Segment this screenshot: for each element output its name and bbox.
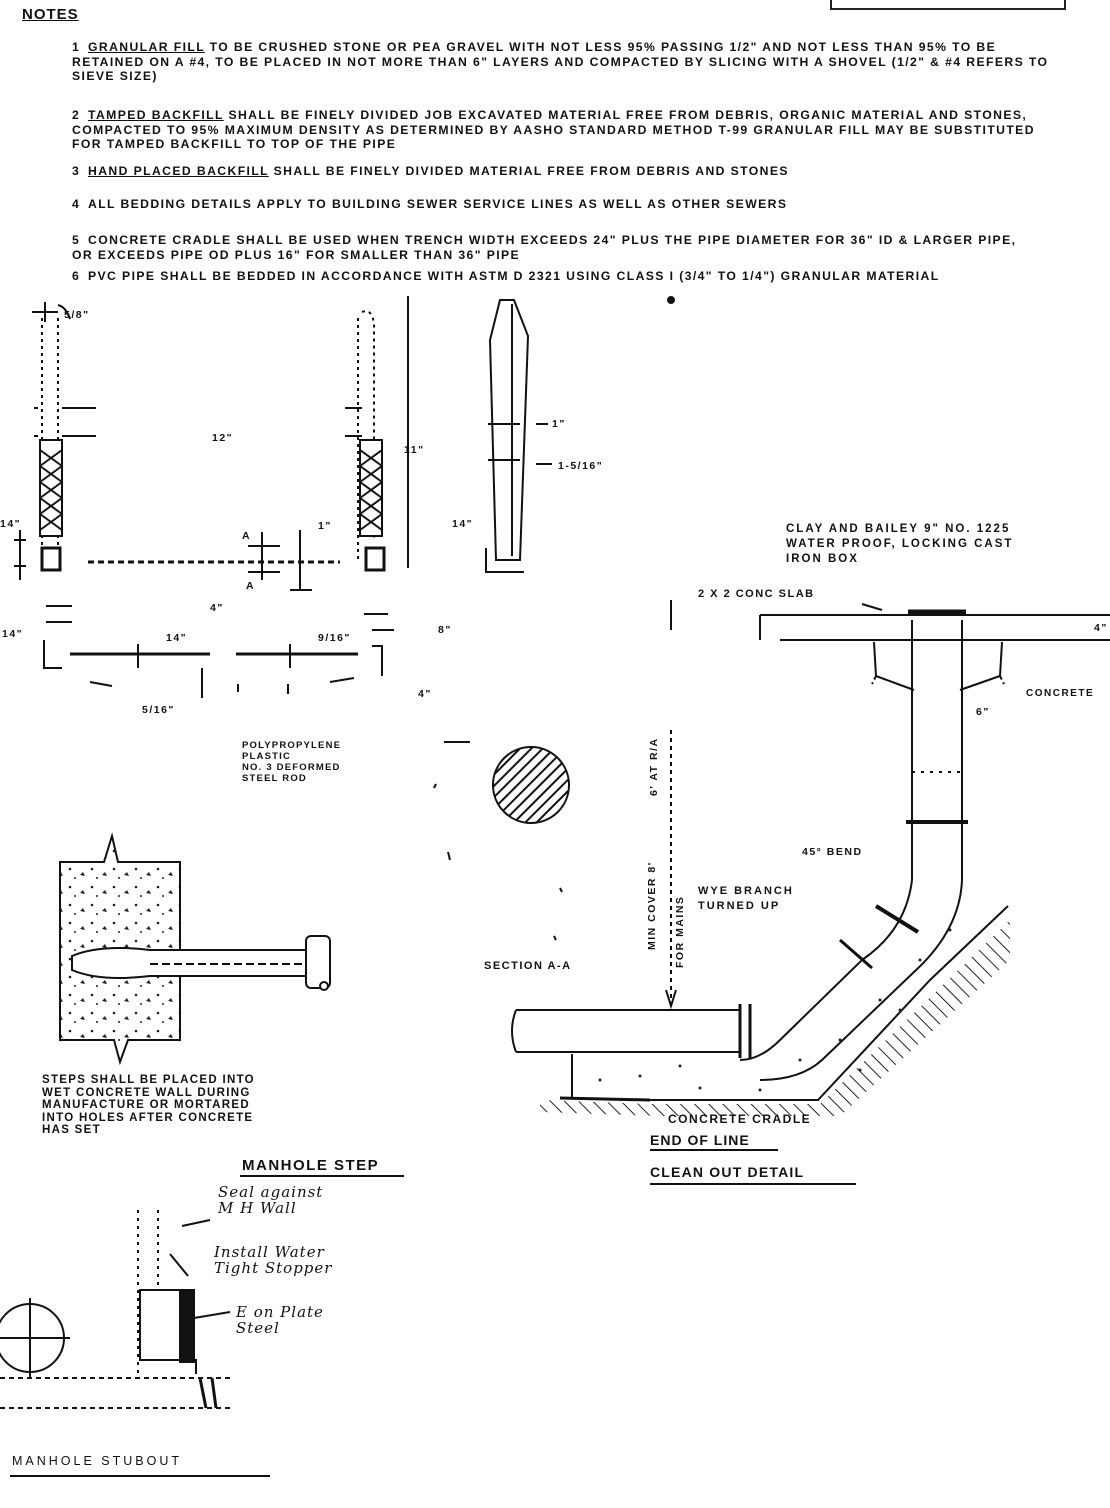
for-mains-label: FOR MAINS xyxy=(674,895,686,968)
section-mark-a-bottom: A xyxy=(246,580,256,592)
step-plan-view xyxy=(43,605,394,698)
dim-14-right: 14" xyxy=(452,518,474,530)
section-a-a-label: SECTION A-A xyxy=(484,960,572,972)
cleanout-concrete-texture xyxy=(598,928,952,1092)
section-mark-a-top: A xyxy=(242,530,252,542)
stubout-drawing xyxy=(0,1210,231,1409)
step-side-view xyxy=(485,299,552,573)
cleanout-dim-4: 4" xyxy=(1094,622,1108,634)
cleanout-box-label: CLAY AND BAILEY 9" NO. 1225 WATER PROOF,… xyxy=(786,523,1014,565)
dim-5-16: 5/16" xyxy=(142,704,175,716)
dim-9-16: 9/16" xyxy=(318,632,351,644)
dim-14-plan-left: 14" xyxy=(2,628,24,640)
stopper-note: Install Water Tight Stopper xyxy=(214,1243,333,1277)
cleanout-drawing xyxy=(511,600,1110,1116)
dim-1-side: 1" xyxy=(552,418,566,430)
dim-14-left: 14" xyxy=(0,518,22,530)
min-cover-ra-label: 6' AT R/A xyxy=(648,737,660,796)
concrete-cradle-label: CONCRETE CRADLE xyxy=(668,1112,812,1126)
cleanout-dim-6: 6" xyxy=(976,706,990,718)
dim-1-center: 1" xyxy=(318,520,332,532)
title-underlines xyxy=(10,1149,856,1477)
cleanout-detail-title: CLEAN OUT DETAIL xyxy=(650,1164,805,1180)
step-front-view xyxy=(14,296,409,591)
cleanout-concrete-label: CONCRETE xyxy=(1026,688,1095,699)
min-cover-label: MIN COVER 8' xyxy=(646,861,658,950)
end-of-line-title: END OF LINE xyxy=(650,1132,750,1148)
title-block-fragment xyxy=(830,0,1066,10)
bend-label: 45° BEND xyxy=(802,846,863,858)
dim-8: 8" xyxy=(438,624,452,636)
notes-title: NOTES xyxy=(22,6,79,23)
wye-label: WYE BRANCH TURNED UP xyxy=(698,885,794,912)
dim-4-plan-right: 4" xyxy=(418,688,432,700)
dim-4-plan: 4" xyxy=(210,602,224,614)
material-label: POLYPROPYLENE PLASTIC NO. 3 DEFORMED STE… xyxy=(242,740,342,784)
step-in-wall xyxy=(59,832,331,1066)
step-placement-note: STEPS SHALL BE PLACED INTO WET CONCRETE … xyxy=(42,1074,255,1136)
dim-11: 11" xyxy=(404,444,425,456)
cleanout-slab-label: 2 x 2 CONC SLAB xyxy=(698,588,815,600)
section-a-a xyxy=(433,296,675,941)
seal-note: Seal against M H Wall xyxy=(218,1183,324,1217)
dim-12: 12" xyxy=(212,432,234,444)
manhole-step-title: MANHOLE STEP xyxy=(242,1157,380,1174)
manhole-stubout-title: MANHOLE STUBOUT xyxy=(12,1454,183,1468)
dim-1-5-16: 1-5/16" xyxy=(558,460,604,472)
plate-note: E on Plate Steel xyxy=(236,1303,324,1337)
dim-14-plan: 14" xyxy=(166,632,188,644)
dim-5-8: 5/8" xyxy=(64,309,90,321)
